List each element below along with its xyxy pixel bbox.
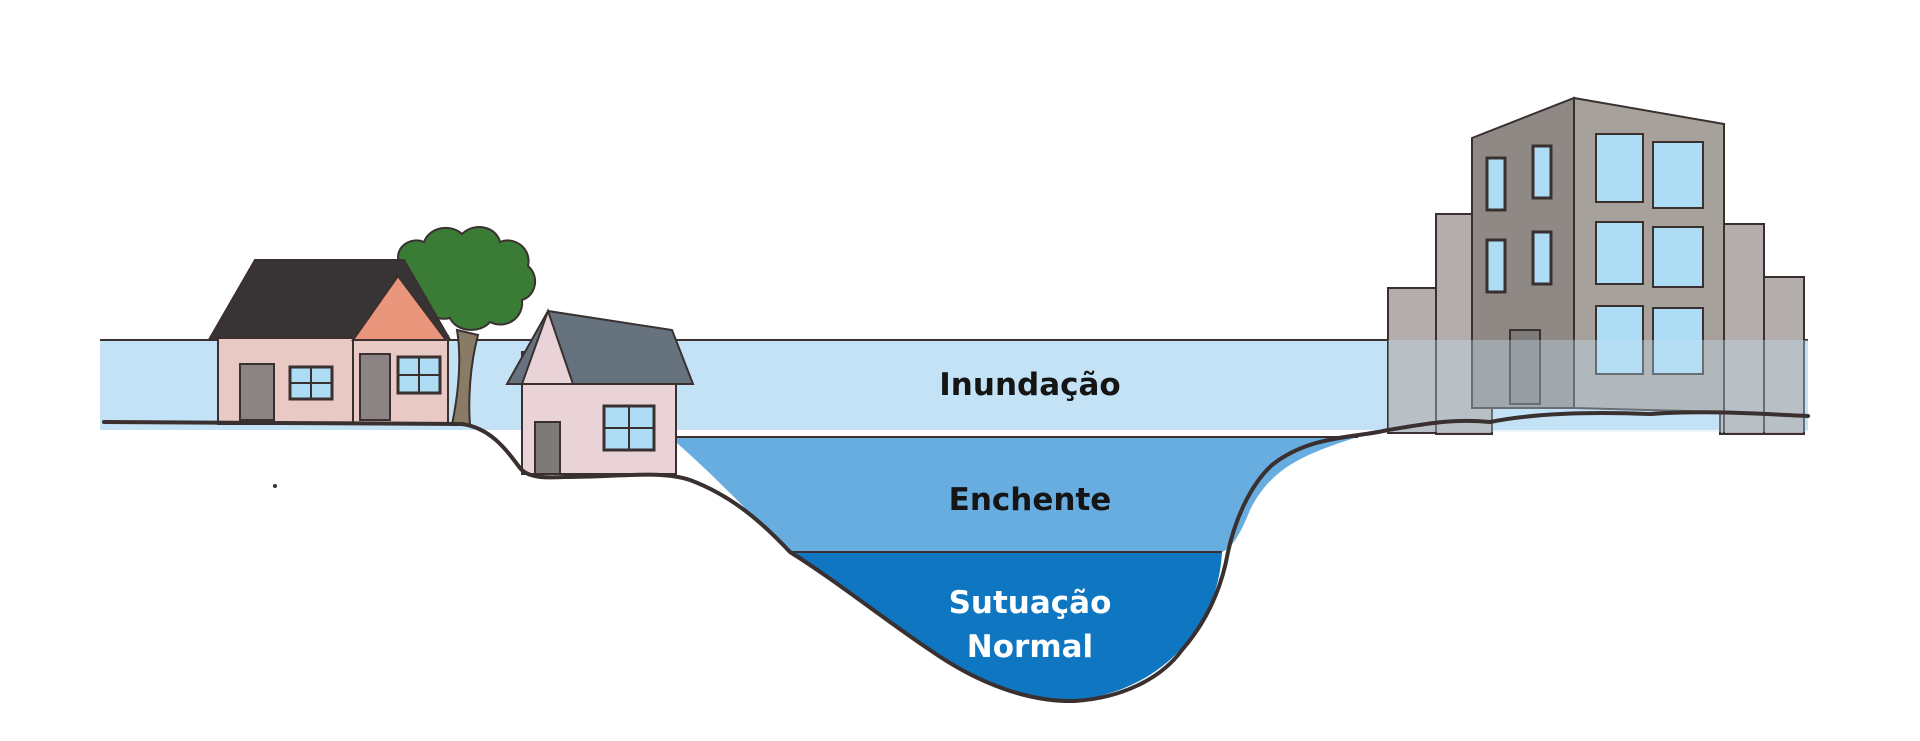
enchente-water <box>670 437 1358 552</box>
tree-icon <box>397 226 537 426</box>
house-small-icon <box>505 307 695 475</box>
label-inundacao: Inundação <box>939 367 1121 403</box>
label-enchente: Enchente <box>948 482 1112 518</box>
flood-overlay-right <box>1388 340 1808 432</box>
label-normal-line1: Sutuação <box>948 585 1112 621</box>
house-left-icon <box>208 259 451 425</box>
building-icon <box>1387 96 1805 435</box>
normal-water <box>790 552 1222 700</box>
ground-speck <box>273 484 277 488</box>
ground-outline <box>102 410 1810 704</box>
label-normal-line2: Normal <box>966 629 1094 665</box>
